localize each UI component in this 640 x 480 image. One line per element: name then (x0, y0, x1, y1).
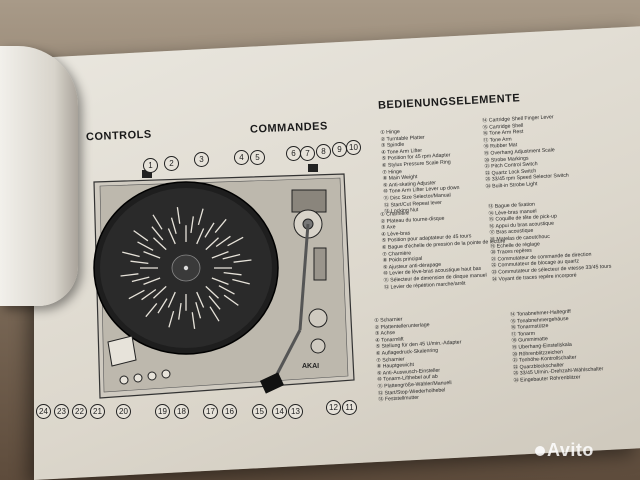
turned-page-curl (0, 46, 78, 306)
tonearm-end (272, 329, 302, 381)
pitch-control-switch (161, 369, 171, 379)
strobe-mark (141, 288, 157, 301)
strobe-mark (218, 285, 235, 295)
strobe-mark (130, 260, 149, 265)
tonearm-rest (313, 247, 327, 281)
callout-4: 4 (234, 150, 249, 165)
speed-selector-33 (119, 375, 129, 385)
avito-logo-icon (535, 446, 545, 457)
strobe-mark (145, 303, 158, 318)
callout-15: 15 (252, 404, 267, 419)
callout-6: 6 (286, 146, 301, 161)
callout-18: 18 (174, 404, 189, 419)
callout-24: 24 (36, 404, 51, 419)
strobe-mark (233, 259, 252, 263)
strobe-mark (195, 301, 202, 319)
hinge-right (308, 164, 318, 172)
strobe-mark (196, 228, 205, 245)
strobe-mark (208, 295, 221, 310)
strobe-mark (205, 285, 219, 299)
strobe-mark (170, 217, 177, 235)
callout-10: 10 (346, 140, 361, 155)
strobe-mark (153, 285, 167, 299)
callout-17: 17 (203, 404, 218, 419)
strobe-mark (197, 208, 204, 226)
strobe-mark (205, 237, 219, 251)
strobe-mark (223, 294, 239, 306)
strobe-mark (143, 277, 161, 285)
strobe-mark (131, 276, 150, 283)
speed-selector-45 (133, 373, 143, 383)
callout-20: 20 (116, 404, 131, 419)
turntable-illustration: AKAI (93, 164, 355, 399)
strobe-mark (168, 310, 175, 328)
strobe-mark (167, 228, 176, 245)
strobe-mark (167, 291, 176, 308)
strobe-mark (209, 306, 220, 322)
strobe-mark (128, 289, 145, 300)
brand-label: AKAI (302, 363, 319, 370)
callout-9: 9 (332, 142, 347, 157)
tonearm (298, 223, 310, 331)
start-repeat-lever (310, 338, 326, 354)
callout-3: 3 (194, 152, 209, 167)
callout-8: 8 (316, 144, 331, 159)
strobe-mark (176, 207, 181, 224)
callout-1: 1 (143, 158, 158, 173)
strobe-mark (151, 226, 164, 241)
quartz-lock-switch (147, 371, 157, 381)
strobe-mark (157, 298, 168, 314)
turntable-diagram: AKAI (86, 150, 366, 420)
callout-2: 2 (164, 156, 179, 171)
callout-16: 16 (222, 404, 237, 419)
strobe-mark (232, 278, 250, 285)
strobe-mark (178, 302, 182, 320)
strobe-mark (227, 236, 244, 247)
strobe-mark (211, 251, 229, 259)
strobe-mark (143, 251, 161, 259)
strobe-mark (153, 237, 167, 251)
strobe-mark (204, 222, 215, 238)
counterweight (291, 189, 327, 213)
strobe-mark (190, 216, 194, 234)
strobe-mark (122, 251, 140, 258)
strobe-mark (133, 230, 149, 242)
strobe-mark (215, 235, 231, 248)
strobe-markings (120, 207, 252, 329)
strobe-mark (214, 218, 227, 233)
callout-5: 5 (250, 150, 265, 165)
strobe-mark (191, 312, 196, 329)
strobe-mark (223, 271, 242, 276)
callout-22: 22 (72, 404, 87, 419)
callout-23: 23 (54, 404, 69, 419)
strobe-mark (152, 214, 163, 230)
spindle (183, 265, 189, 271)
callout-7: 7 (300, 146, 315, 161)
callout-21: 21 (90, 404, 105, 419)
strobe-mark (137, 241, 154, 251)
avito-watermark: Avito (535, 440, 594, 461)
disc-size-selector-knob (308, 308, 328, 328)
hinge-left (142, 170, 152, 178)
strobe-light-window (107, 335, 137, 367)
callout-14: 14 (272, 404, 287, 419)
strobe-mark (211, 277, 229, 285)
callout-11: 11 (342, 400, 357, 415)
strobe-mark (222, 253, 241, 260)
callout-13: 13 (288, 404, 303, 419)
callout-12: 12 (326, 400, 341, 415)
callout-19: 19 (155, 404, 170, 419)
watermark-text: Avito (547, 440, 594, 460)
cartridge-shell (259, 372, 285, 394)
strobe-mark (120, 273, 139, 277)
strobe-mark (196, 291, 205, 308)
